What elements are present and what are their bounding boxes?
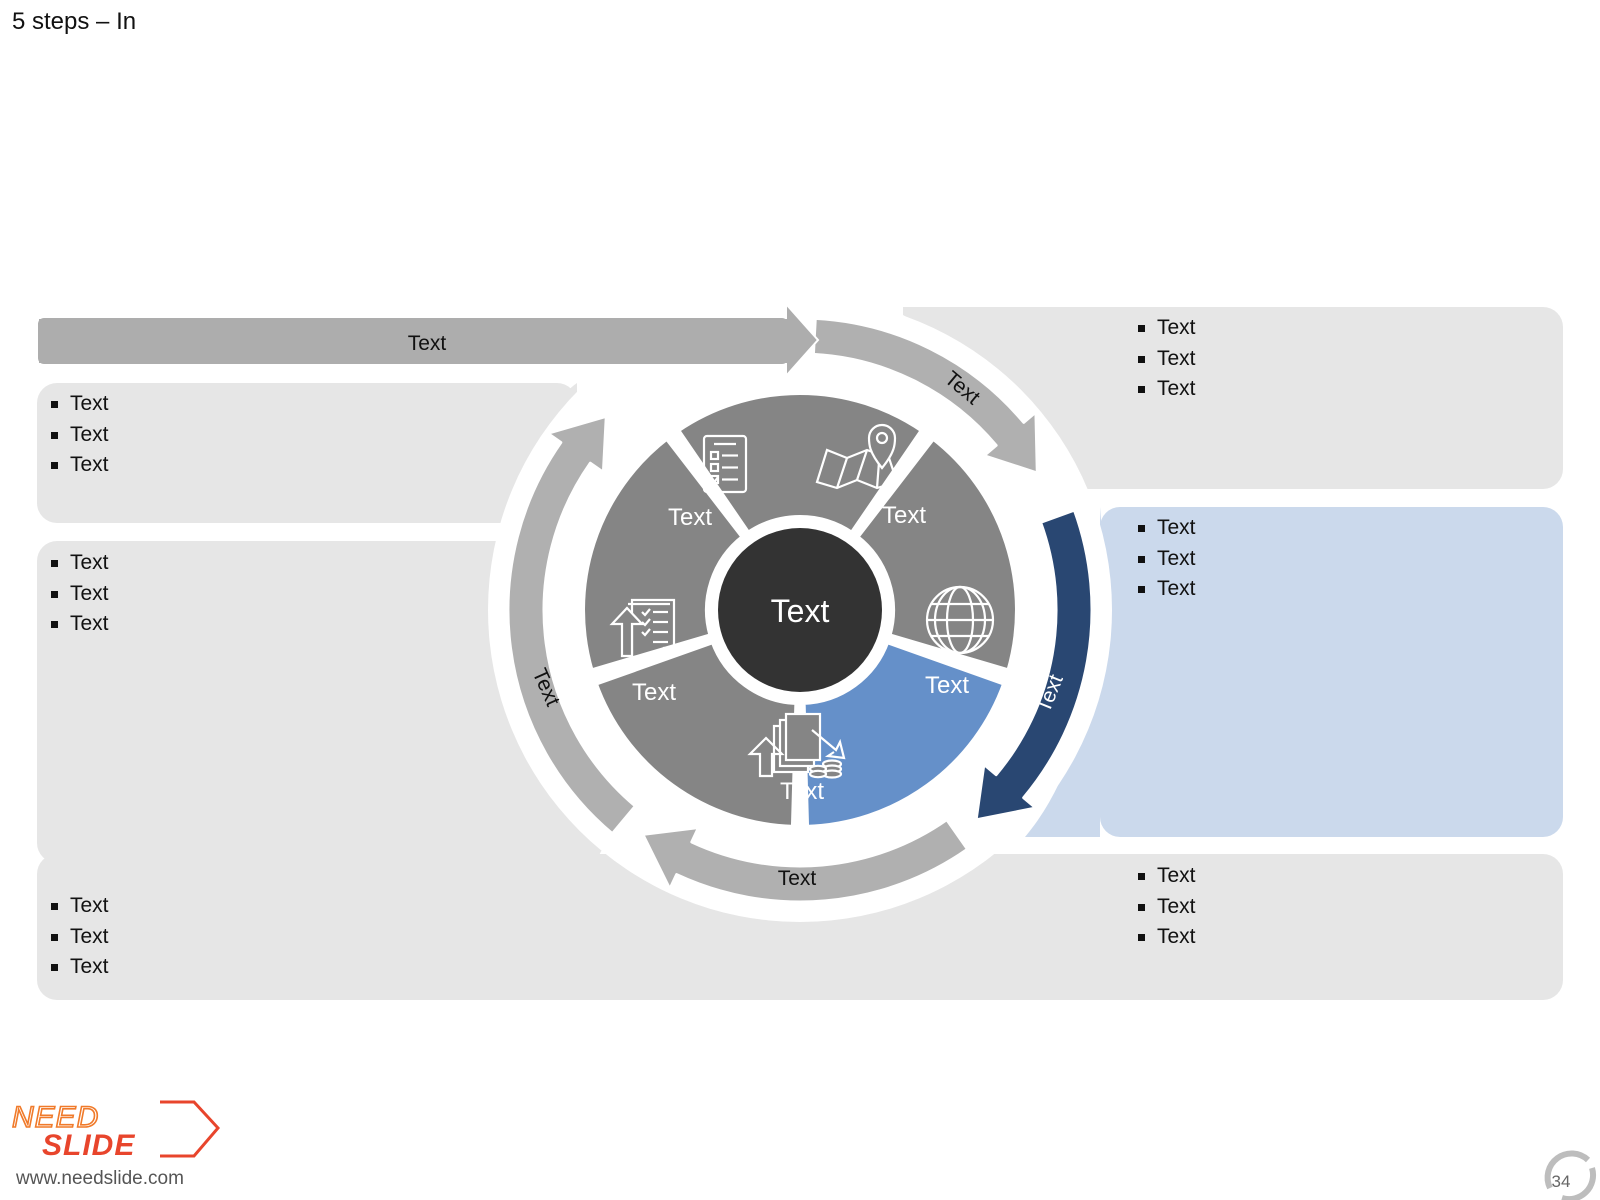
center-circle <box>718 528 882 692</box>
list-item: Text <box>50 609 109 640</box>
money-documents-icon <box>747 712 846 779</box>
segment-label-2: Text <box>882 502 926 529</box>
page-number: 34 <box>1551 1172 1571 1191</box>
ring-arrow-4 <box>506 414 637 836</box>
list-item: Text <box>50 579 109 610</box>
segment-4 <box>591 637 801 831</box>
list-right-blue: Text Text Text <box>1137 513 1196 605</box>
panel-connector-top-right <box>903 307 1120 489</box>
list-item: Text <box>50 450 109 481</box>
checklist-icon <box>702 434 748 494</box>
list-item: Text <box>1137 922 1196 953</box>
panel-connector-blue <box>1025 507 1103 837</box>
top-arrow-body <box>38 318 788 364</box>
segment-1 <box>673 388 927 538</box>
list-bottom-right: Text Text Text <box>1137 861 1196 953</box>
list-item: Text <box>50 952 109 983</box>
upload-document-icon <box>609 598 676 660</box>
list-item: Text <box>1137 861 1196 892</box>
list-item: Text <box>1137 892 1196 923</box>
panel-right-blue <box>1100 507 1563 837</box>
globe-icon <box>925 585 995 655</box>
list-item: Text <box>1137 574 1196 605</box>
list-item: Text <box>50 922 109 953</box>
center-label: Text <box>771 593 830 629</box>
list-item: Text <box>1137 513 1196 544</box>
cycle-arrows-icon <box>1544 1150 1597 1200</box>
ring-arrow-2 <box>974 508 1094 822</box>
list-item: Text <box>1137 374 1196 405</box>
panel-connector-left-2 <box>490 541 603 863</box>
segment-label-1: Text <box>668 504 712 531</box>
list-item: Text <box>1137 344 1196 375</box>
ring-arrow-3 <box>641 818 969 904</box>
segment-2 <box>853 434 1021 675</box>
arrow-label-3: Text <box>778 867 817 890</box>
list-top-right: Text Text Text <box>1137 313 1196 405</box>
list-left-2: Text Text Text <box>50 548 109 640</box>
list-item: Text <box>50 389 109 420</box>
list-item: Text <box>50 420 109 451</box>
segment-label-5: Text <box>632 679 676 706</box>
site-url: www.needslide.com <box>16 1168 184 1189</box>
list-item: Text <box>1137 313 1196 344</box>
segment-label-3: Text <box>925 672 969 699</box>
list-item: Text <box>1137 544 1196 575</box>
top-arrow-label: Text <box>408 332 447 355</box>
logo-text-need: NEED <box>12 1101 99 1134</box>
map-pin-icon <box>815 423 899 490</box>
list-item: Text <box>50 548 109 579</box>
segment-label-4: Text <box>780 778 824 805</box>
list-bottom-left: Text Text Text <box>50 891 109 983</box>
slide-title: 5 steps – In <box>12 8 137 35</box>
panel-left-1 <box>37 383 577 523</box>
list-item: Text <box>50 891 109 922</box>
list-left-1: Text Text Text <box>50 389 109 481</box>
ring-arrow-1 <box>811 316 1039 475</box>
needslide-logo: NEED SLIDE <box>11 1100 220 1160</box>
logo-text-slide: SLIDE <box>42 1129 135 1160</box>
segment-3 <box>799 637 1009 831</box>
